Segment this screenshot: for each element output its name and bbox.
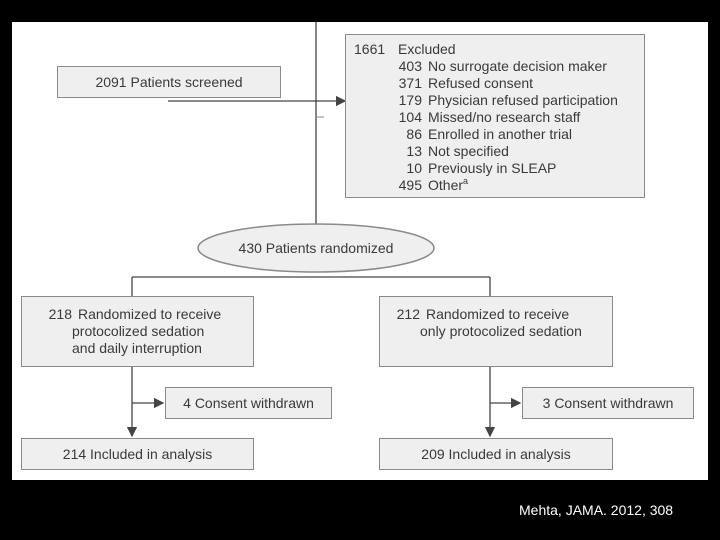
randomized-text: Patients randomized	[265, 240, 394, 256]
connector-lines	[126, 22, 522, 438]
flow-diagram-panel: 2091 Patients screened 1661 Excluded 403…	[12, 22, 708, 480]
arm-box-left: 218 Randomized to receive protocolized se…	[21, 296, 254, 367]
citation-caption: Mehta, JAMA. 2012, 308	[519, 502, 674, 518]
arm-label-line: Randomized to receive	[426, 306, 570, 322]
arm-count: 218	[48, 306, 72, 322]
screened-count: 2091	[95, 73, 127, 90]
footnote-marker: a	[463, 176, 469, 186]
randomized-ellipse	[197, 223, 435, 273]
arm-count: 212	[396, 306, 420, 322]
excluded-count: 1661	[354, 41, 386, 57]
randomized-count: 430	[238, 240, 262, 256]
arm-label-line: and daily interruption	[72, 340, 202, 356]
analysis-box-right: 209 Included in analysis	[379, 438, 613, 470]
arm-label-line: Randomized to receive	[78, 306, 222, 322]
arm-label-line: only protocolized sedation	[420, 323, 582, 339]
analysis-box-left: 214 Included in analysis	[21, 438, 254, 470]
screened-box: 2091 Patients screened	[57, 66, 281, 98]
withdrawn-box-right: 3 Consent withdrawn	[522, 387, 694, 419]
arm-label-line: protocolized sedation	[72, 323, 205, 339]
screened-label: Patients screened	[130, 73, 243, 90]
randomized-label: 430 Patients randomized	[198, 238, 434, 258]
arm-box-right: 212 Randomized to receive only protocoliz…	[379, 296, 613, 367]
excluded-label: Excluded	[398, 41, 456, 57]
excluded-header: 1661 Excluded	[346, 41, 644, 58]
withdrawn-box-left: 4 Consent withdrawn	[165, 387, 332, 419]
